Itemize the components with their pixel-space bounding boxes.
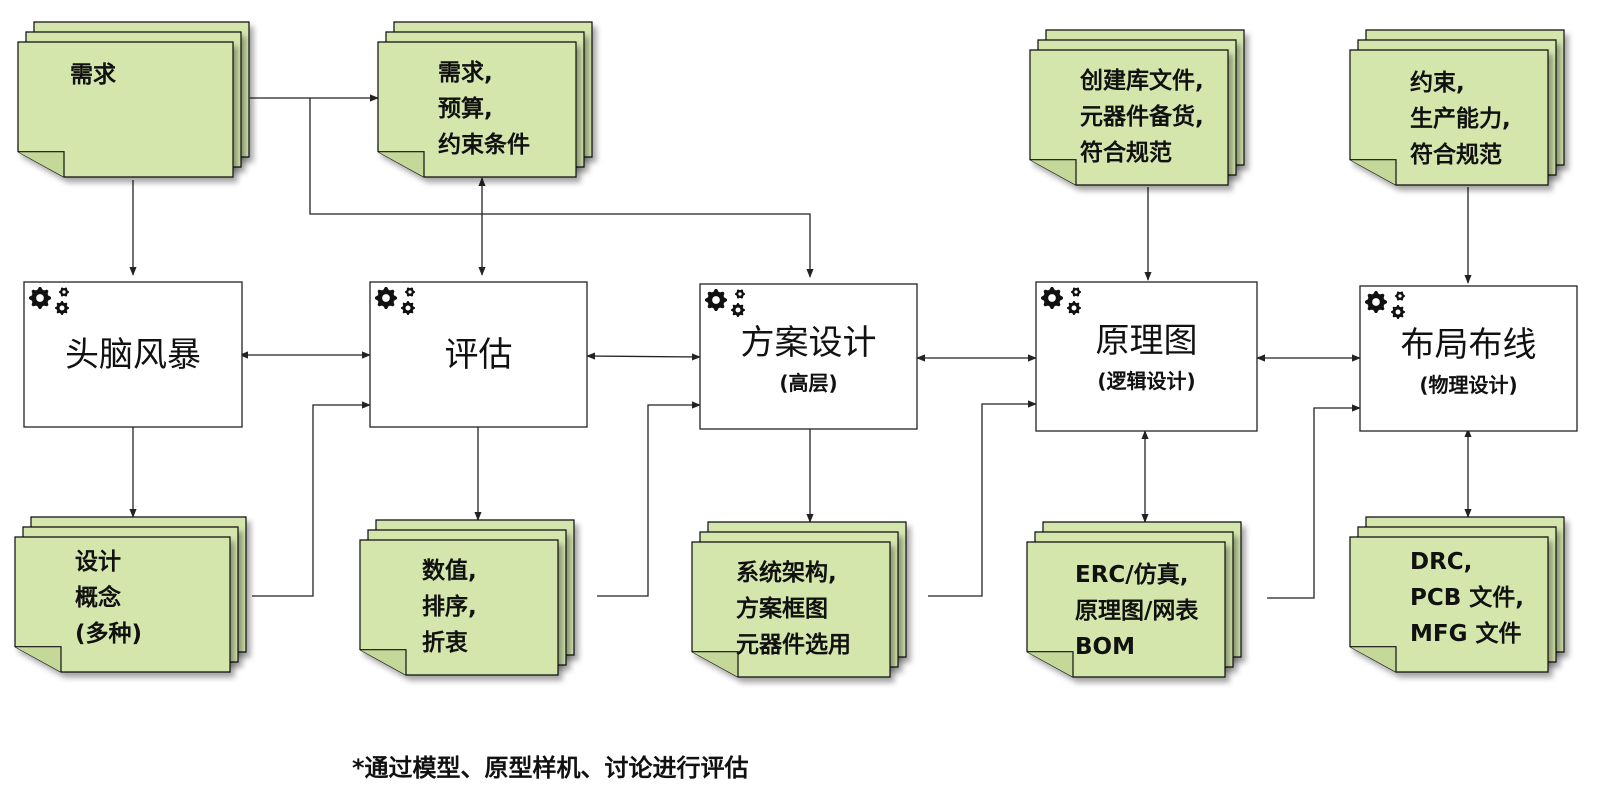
document-line: (多种)	[75, 620, 142, 647]
document-line: BOM	[1075, 634, 1135, 660]
document-front-page	[691, 541, 891, 678]
doc-ranking: 数值, 排序, 折衷	[359, 519, 575, 676]
process-subtitle: (逻辑设计)	[1097, 369, 1195, 393]
document-line: 排序,	[422, 593, 477, 620]
doc-requirements: 需求	[17, 21, 250, 178]
process-boxes: 头脑风暴 评估 方案设计 (高层) 原理图 (逻辑设计) 布局布线 (物理设计)	[23, 281, 1578, 432]
gears-icon	[705, 289, 745, 317]
document-front-page	[1026, 541, 1226, 678]
document-line: 概念	[75, 584, 121, 611]
gears-icon	[1041, 287, 1081, 315]
arrow-erc-to-layout	[1267, 404, 1361, 599]
process-subtitle: (物理设计)	[1419, 373, 1517, 397]
document-fold	[360, 649, 407, 675]
footnote: *通过模型、原型样机、讨论进行评估	[352, 754, 749, 782]
document-line: 方案框图	[736, 595, 828, 622]
process-title: 头脑风暴	[65, 335, 201, 375]
document-line: 元器件选用	[736, 632, 851, 658]
document-fold	[18, 151, 65, 177]
process-evaluate: 评估	[369, 281, 588, 428]
document-line: 数值,	[422, 557, 477, 584]
document-fold	[15, 646, 62, 672]
process-title: 评估	[445, 335, 513, 375]
process-title: 原理图	[1096, 321, 1198, 361]
process-scheme: 方案设计 (高层)	[699, 283, 918, 430]
doc-erc: ERC/仿真, 原理图/网表 BOM	[1026, 521, 1242, 678]
process-box	[23, 281, 243, 428]
document-line: 设计	[75, 549, 121, 575]
arrow-requirements-to-scheme	[309, 98, 814, 278]
arrow-evaluate-scheme	[586, 352, 701, 361]
document-fold	[1350, 646, 1397, 672]
document-line: PCB 文件,	[1410, 584, 1524, 611]
doc-drc: DRC, PCB 文件, MFG 文件	[1349, 516, 1565, 673]
document-front-page	[14, 536, 231, 673]
document-line: 生产能力,	[1410, 105, 1511, 132]
document-line: 符合规范	[1410, 141, 1502, 168]
document-line: 约束,	[1410, 69, 1465, 96]
document-line: ERC/仿真,	[1075, 561, 1188, 588]
doc-production: 约束, 生产能力, 符合规范	[1349, 29, 1565, 186]
document-fold	[692, 651, 739, 677]
doc-library: 创建库文件, 元器件备货, 符合规范	[1029, 29, 1245, 186]
process-title: 布局布线	[1401, 325, 1537, 365]
process-schematic: 原理图 (逻辑设计)	[1035, 281, 1258, 432]
document-line: 原理图/网表	[1075, 598, 1199, 624]
document-line: MFG 文件	[1410, 620, 1522, 647]
document-line: 符合规范	[1080, 139, 1172, 166]
document-line: 元器件备货,	[1080, 103, 1204, 130]
document-fold	[378, 151, 425, 177]
process-layout: 布局布线 (物理设计)	[1359, 285, 1578, 432]
document-line: 预算,	[438, 95, 493, 122]
document-stacks: 需求 需求, 预算, 约束条件 创建库文件, 元器件备货, 符合规范 约束, 生产能力, 符合规范…	[14, 21, 1565, 678]
gears-icon	[375, 287, 415, 315]
document-front-page	[1349, 49, 1549, 186]
document-line: 需求	[70, 62, 116, 88]
document-front-page	[1029, 49, 1229, 186]
document-line: 需求,	[438, 60, 493, 86]
document-line: 系统架构,	[736, 559, 837, 586]
gears-icon	[1365, 291, 1405, 319]
document-front-page	[377, 41, 577, 178]
document-fold	[1350, 159, 1397, 185]
document-line: DRC,	[1410, 549, 1472, 575]
document-line: 折衷	[422, 629, 468, 656]
arrow-architecture-to-schematic	[928, 400, 1037, 597]
connectors	[129, 94, 1472, 599]
document-front-page	[17, 41, 234, 178]
doc-constraints: 需求, 预算, 约束条件	[377, 21, 593, 178]
document-fold	[1027, 651, 1074, 677]
process-subtitle: (高层)	[779, 371, 837, 395]
arrow-concepts-to-evaluate	[252, 401, 371, 597]
document-front-page	[1349, 536, 1549, 673]
process-brainstorm: 头脑风暴	[23, 281, 243, 428]
document-fold	[1030, 159, 1077, 185]
document-line: 创建库文件,	[1079, 67, 1204, 94]
document-front-page	[359, 539, 559, 676]
process-title: 方案设计	[741, 323, 877, 363]
gears-icon	[29, 287, 69, 315]
arrow-ranking-to-scheme	[597, 401, 701, 597]
document-line: 约束条件	[438, 131, 530, 158]
